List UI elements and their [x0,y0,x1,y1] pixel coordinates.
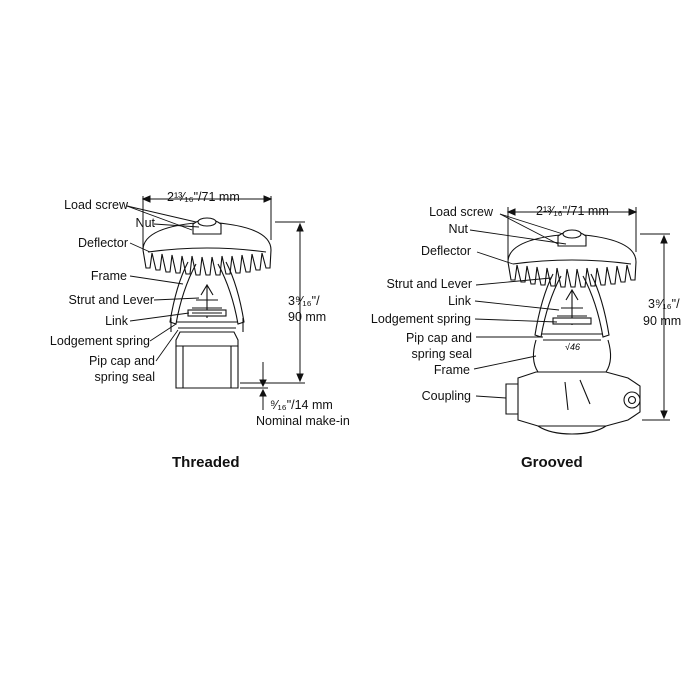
threaded-threads [175,346,239,389]
grooved-label-nut: Nut [448,222,468,236]
grooved-caption: Grooved [521,454,583,471]
threaded-label-spring-seal: spring seal [94,370,155,384]
threaded-label-pip-cap: Pip cap and [88,354,155,368]
threaded-makein-dimension-2: Nominal make-in [256,414,350,428]
grooved-body-marking: √46 [565,342,580,352]
grooved-label-deflector: Deflector [420,244,471,258]
threaded-width-dimension: 2¹³⁄₁₆"/71 mm [167,190,240,204]
grooved-height-dimension-2: 90 mm [643,314,682,328]
threaded-height-dimension-2: 90 mm [288,310,327,324]
grooved-label-pip-cap: Pip cap and [405,331,472,345]
threaded-label-lodgement-spring: Lodgement spring [49,334,150,348]
grooved-frame [534,273,562,338]
threaded-frame [169,261,197,325]
threaded-height-dimension-1: 3⁹⁄₁₆"/ [288,294,320,308]
grooved-label-spring-seal: spring seal [411,347,472,361]
threaded-label-frame: Frame [90,269,127,283]
threaded-label-deflector: Deflector [77,236,128,250]
threaded-label-link: Link [105,314,128,328]
threaded-label-load-screw: Load screw [64,198,128,212]
grooved-label-frame: Frame [433,363,470,377]
grooved-height-dimension-1: 3⁹⁄₁₆"/ [648,297,680,311]
grooved-label-load-screw: Load screw [429,205,493,219]
grooved-label-link: Link [448,294,471,308]
grooved-coupling [517,371,641,427]
grooved-label-strut-and-lever: Strut and Lever [386,277,472,291]
grooved-label-lodgement-spring: Lodgement spring [370,312,471,326]
grooved-width-dimension: 2¹³⁄₁₆"/71 mm [536,204,609,218]
threaded-caption: Threaded [172,454,240,471]
threaded-label-strut-and-lever: Strut and Lever [68,293,154,307]
threaded-deflector-teeth [142,249,272,276]
threaded-makein-dimension-1: ⁹⁄₁₆"/14 mm [270,398,333,412]
threaded-label-nut: Nut [135,216,155,230]
grooved-label-coupling: Coupling [421,389,471,403]
grooved-link [552,317,592,325]
grooved-deflector-teeth [507,261,637,288]
